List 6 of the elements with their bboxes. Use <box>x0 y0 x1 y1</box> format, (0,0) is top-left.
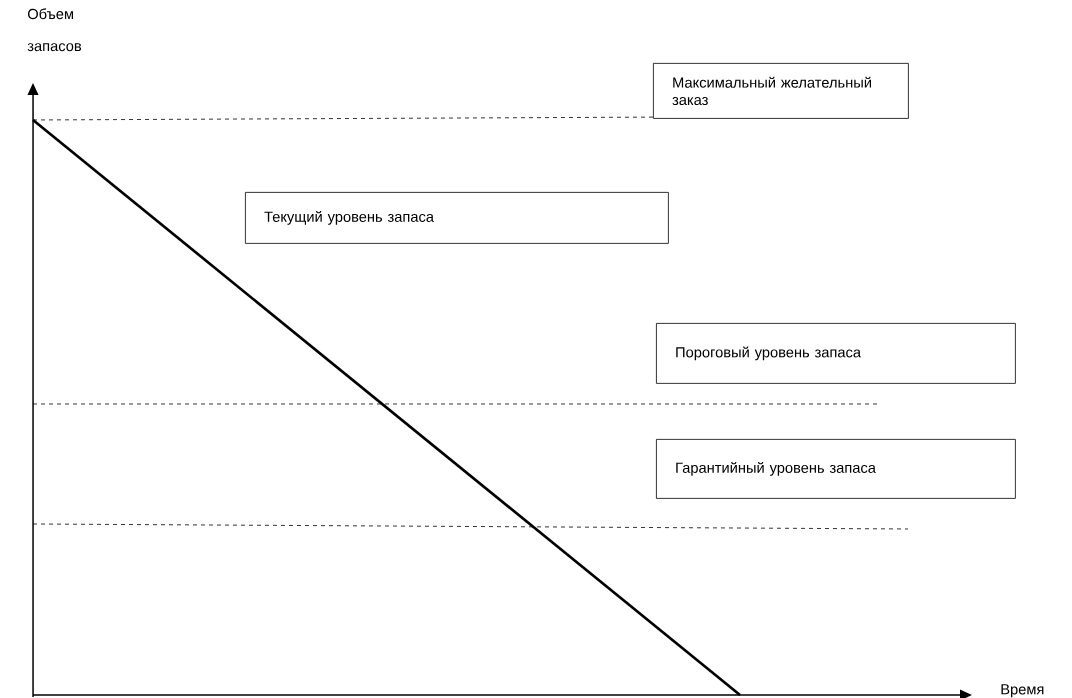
text-box: Максимальный желательный заказ <box>653 63 909 119</box>
axis-label: Объем запасов <box>27 8 82 52</box>
text-box: Текущий уровень запаса <box>245 192 669 244</box>
axis-label: Время <box>1001 684 1044 698</box>
text-box: Пороговый уровень запаса <box>656 323 1016 384</box>
text-box: Гарантийный уровень запаса <box>656 439 1016 499</box>
